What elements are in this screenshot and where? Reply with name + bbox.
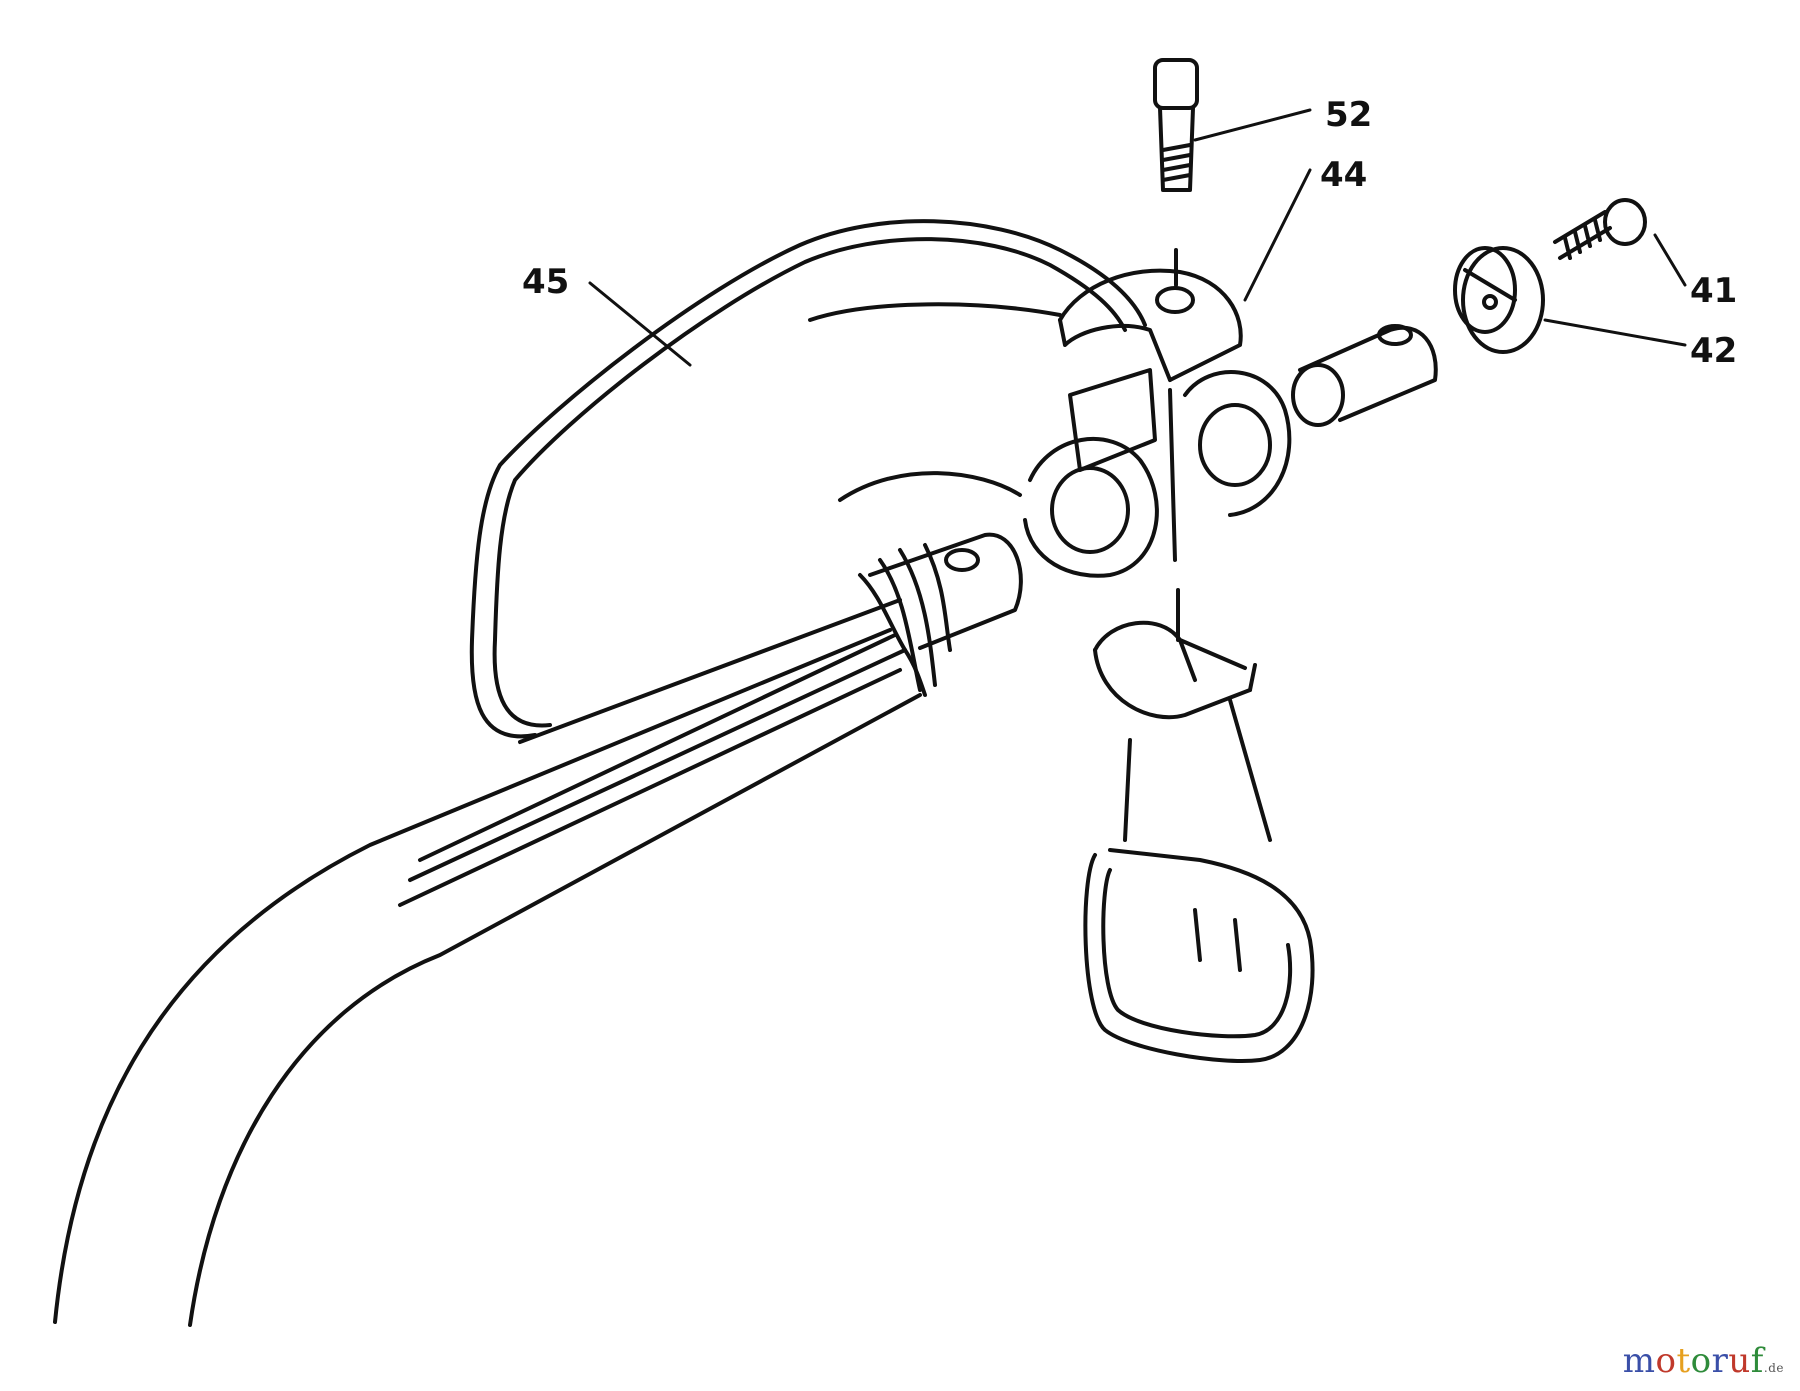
handle-bar-tube — [53, 598, 922, 1327]
bolt-52 — [1153, 58, 1199, 287]
tube-end — [868, 532, 1023, 650]
watermark-letter: o — [1655, 1341, 1677, 1381]
watermark-suffix: .de — [1763, 1361, 1784, 1375]
callout-52: 52 — [1325, 95, 1372, 135]
callout-41: 41 — [1690, 271, 1737, 311]
watermark-text: motoruf — [1623, 1341, 1764, 1381]
watermark-letter: u — [1728, 1341, 1751, 1381]
watermark-letter: t — [1676, 1341, 1691, 1381]
knob-42 — [1453, 246, 1545, 354]
lower-grip-bail — [1083, 620, 1315, 1063]
leader-lines — [588, 108, 1687, 367]
watermark-letter: f — [1750, 1341, 1764, 1381]
callout-44: 44 — [1320, 155, 1367, 195]
watermark-letter: o — [1690, 1341, 1712, 1381]
screw-41 — [1553, 198, 1647, 260]
callout-labels: 52 44 45 41 42 — [522, 95, 1737, 371]
callout-45: 45 — [522, 262, 569, 302]
ribbed-grip — [858, 543, 952, 697]
handle-guard-45 — [469, 219, 1147, 739]
pin-sleeve — [1291, 324, 1438, 427]
watermark-letter: m — [1622, 1341, 1656, 1381]
clamp-bracket-44 — [1023, 268, 1292, 642]
watermark-logo: motoruf.de — [1623, 1341, 1784, 1381]
callout-42: 42 — [1690, 331, 1737, 371]
watermark-letter: r — [1711, 1341, 1729, 1381]
